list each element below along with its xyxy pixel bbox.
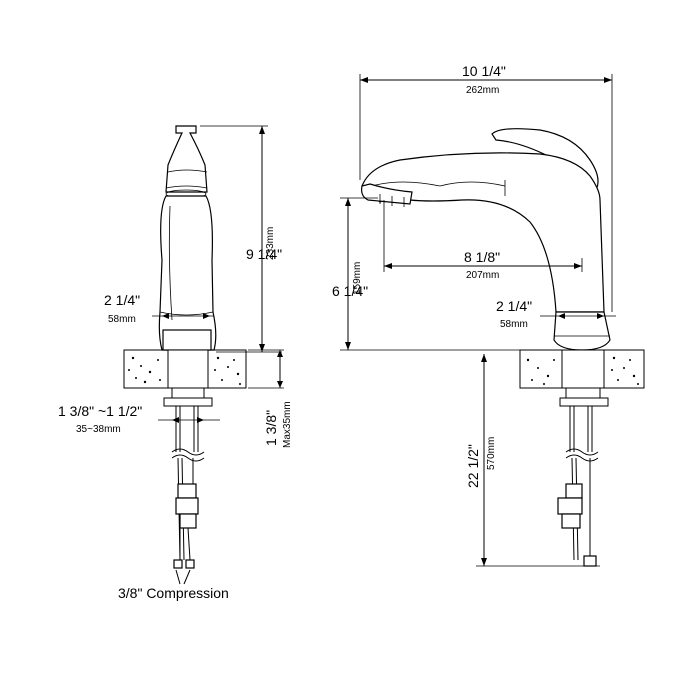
front-view [340, 74, 645, 567]
front-width-label: 10 1/4" [462, 63, 506, 79]
front-reach-mm-label: 207mm [466, 270, 499, 281]
side-base-label: 2 1/4" [104, 292, 140, 308]
hole-size-mm-label: 35~38mm [76, 424, 121, 435]
deck-thickness-label: 1 3/8" [263, 410, 279, 446]
front-spout-height-mm-label: 159mm [352, 262, 363, 295]
side-countertop [123, 349, 247, 389]
pull-out-sprayer [361, 183, 413, 205]
front-reach-label: 8 1/8" [464, 249, 500, 265]
front-base-label: 2 1/4" [496, 298, 532, 314]
hose-length-mm-label: 570mm [486, 437, 497, 470]
compression-fitting [173, 559, 183, 569]
hose-length-label: 22 1/2" [465, 444, 481, 488]
side-handle-knob [165, 125, 208, 193]
compression-label: 3/8" Compression [118, 585, 229, 601]
front-spout-height-label: 6 1/4" [332, 283, 368, 299]
side-faucet-body [158, 195, 217, 351]
side-view [123, 125, 284, 585]
front-countertop [519, 349, 645, 389]
side-height-label: 9 1/4" [246, 246, 282, 262]
hole-size-label: 1 3/8" ~1 1/2" [58, 403, 142, 419]
deck-thickness-mm-label: Max35mm [282, 401, 293, 448]
front-width-mm-label: 262mm [466, 85, 499, 96]
front-base-mm-label: 58mm [500, 319, 528, 330]
side-base-mm-label: 58mm [108, 314, 136, 325]
front-spout [361, 152, 605, 313]
side-height-mm-label: 233mm [265, 227, 276, 260]
